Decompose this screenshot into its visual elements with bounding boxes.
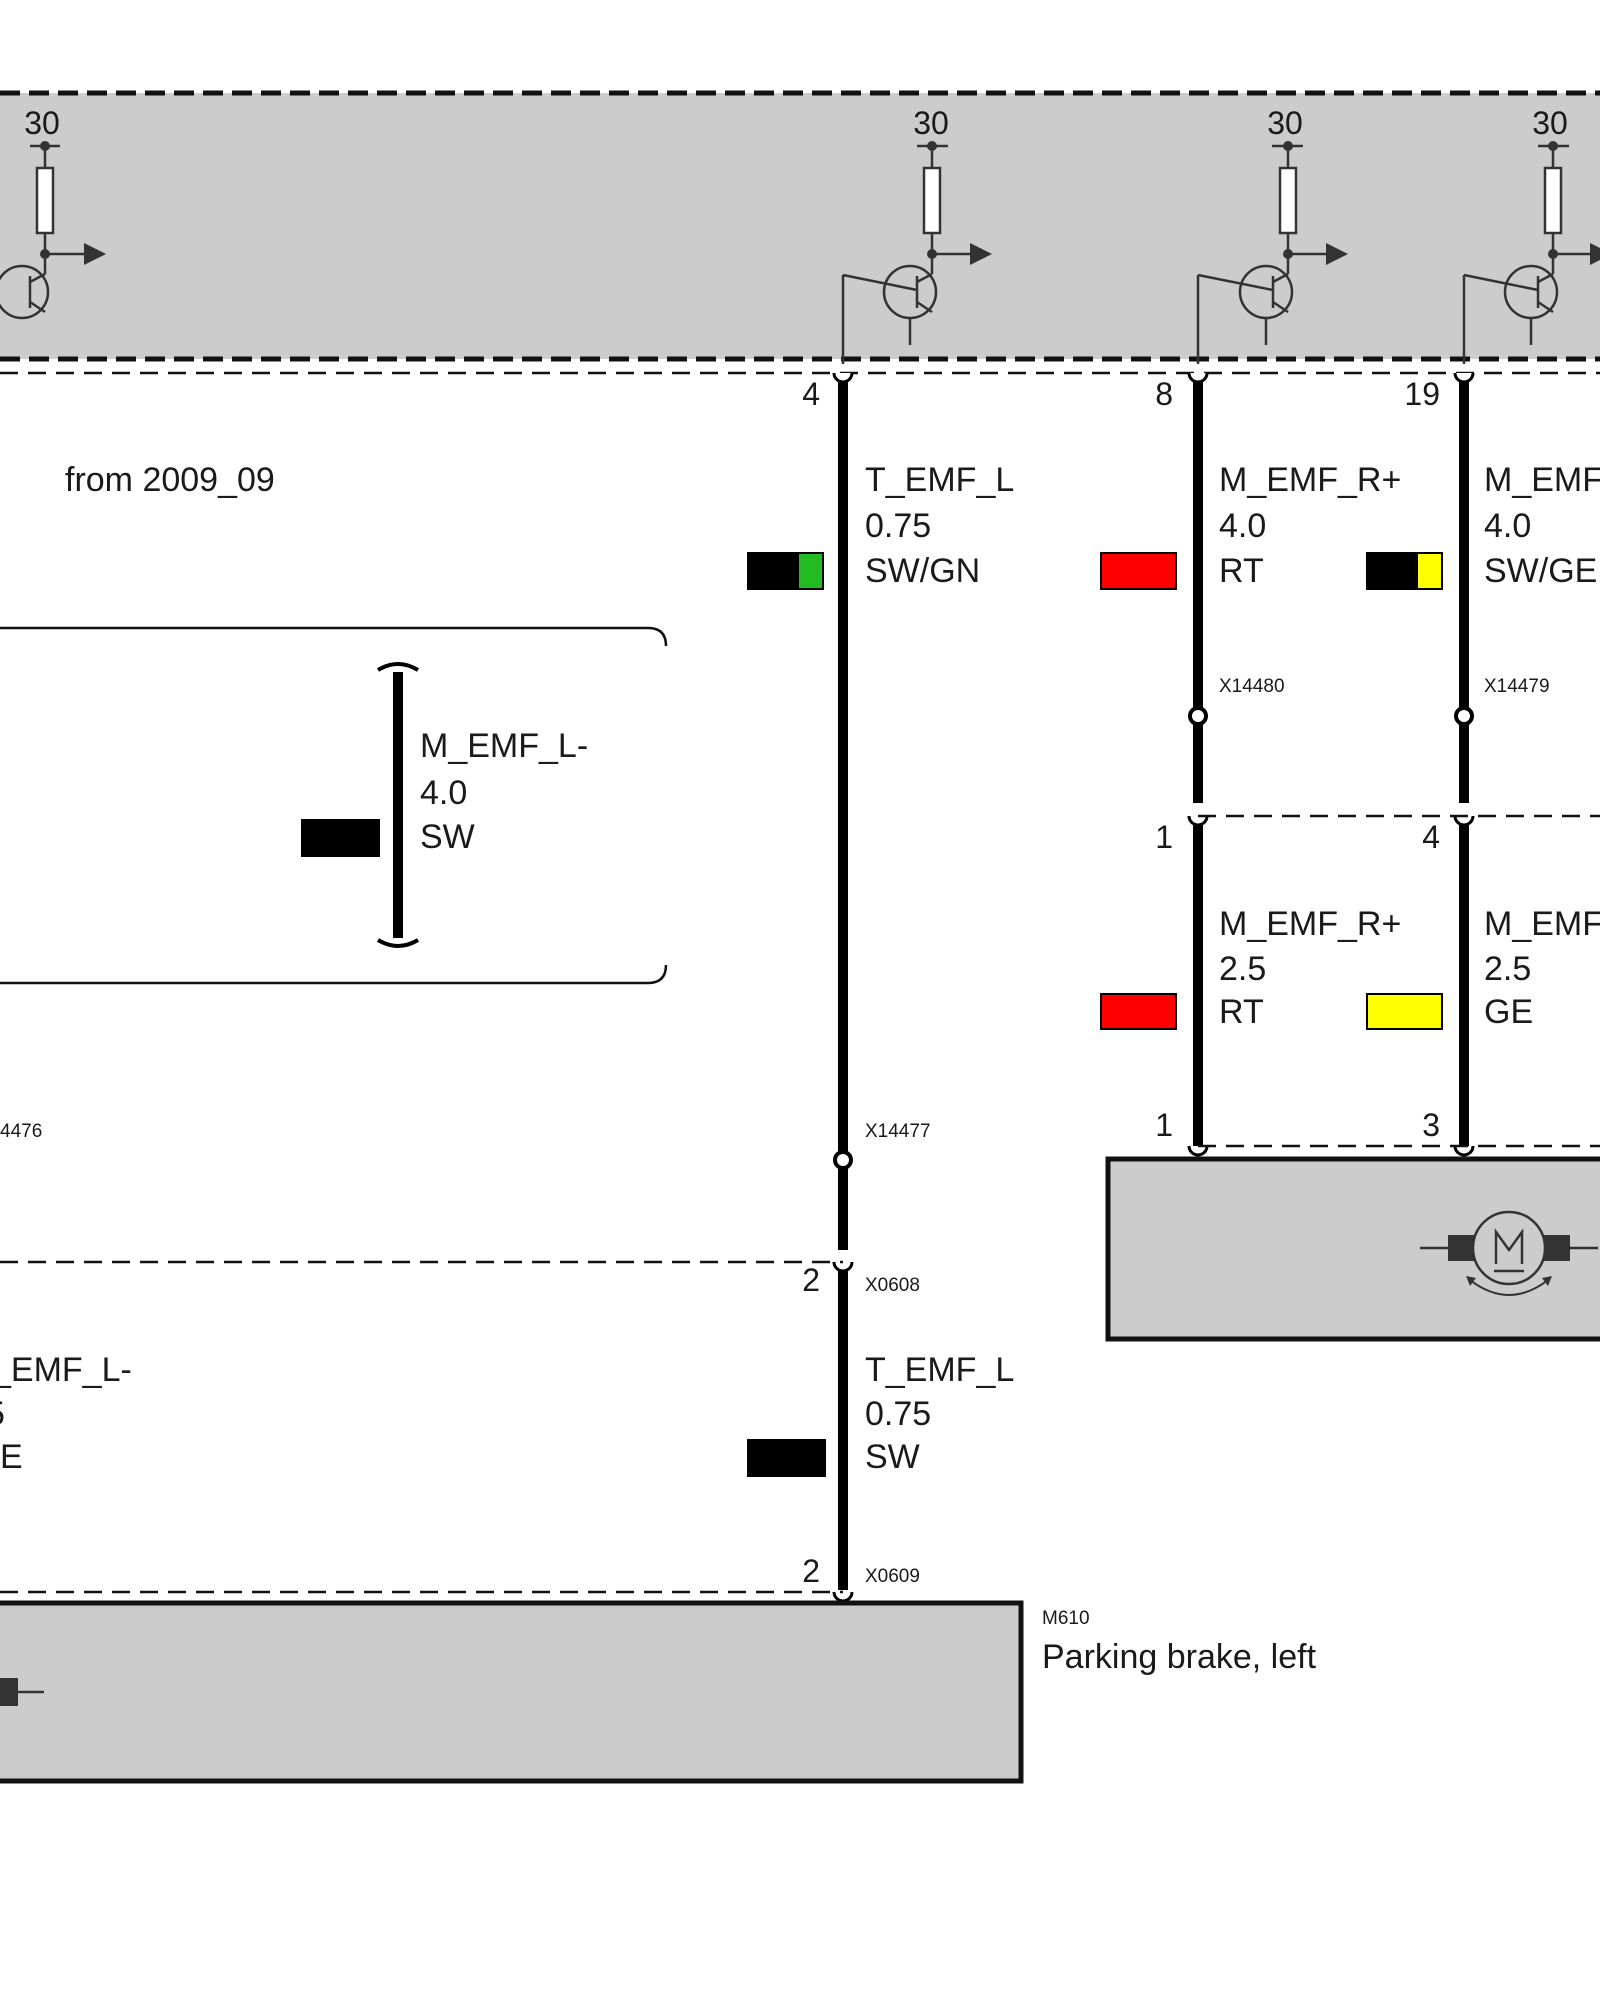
connector-x14476-partial: 4476 bbox=[0, 1121, 42, 1142]
wire-m-emf-r-plus bbox=[1187, 372, 1209, 1157]
bracket-wire-gauge: 4.0 bbox=[420, 774, 467, 812]
wire-3-gauge: 4.0 bbox=[1484, 507, 1531, 545]
control-unit bbox=[0, 90, 1600, 375]
component-name: Parking brake, left bbox=[1042, 1638, 1317, 1676]
driver-circuit-1 bbox=[0, 144, 106, 320]
junction-dot-1 bbox=[40, 249, 50, 259]
terminal-dot-1 bbox=[40, 141, 50, 151]
wire-m-emf bbox=[1453, 372, 1475, 1157]
wire-4-gauge: 2.5 bbox=[1219, 950, 1266, 988]
wire-1-color-code: SW/GN bbox=[865, 552, 980, 590]
bracket-wire-color-swatch bbox=[301, 819, 380, 857]
driver-circuit-4 bbox=[1462, 144, 1590, 364]
pin-4: 4 bbox=[802, 376, 820, 412]
lower-wire-gauge: 0.75 bbox=[865, 1395, 931, 1433]
driver-circuit-2 bbox=[841, 144, 992, 364]
wire-5-signal: M_EMF bbox=[1484, 905, 1600, 943]
pin-1-upper: 1 bbox=[1155, 819, 1173, 855]
wire-5-gauge: 2.5 bbox=[1484, 950, 1531, 988]
wire-2-color-code: RT bbox=[1219, 552, 1264, 590]
driver-circuit-3 bbox=[1196, 144, 1348, 364]
wire-2-signal: M_EMF_R+ bbox=[1219, 461, 1401, 499]
terminal-30-label-2: 30 bbox=[913, 105, 949, 141]
connector-x14479: X14479 bbox=[1484, 676, 1550, 697]
pin-1-lower: 1 bbox=[1155, 1107, 1173, 1143]
connector-x14477: X14477 bbox=[865, 1121, 931, 1142]
wire-t-emf-l bbox=[832, 372, 854, 1273]
motor-icon bbox=[1420, 1210, 1598, 1296]
terminal-dot-3 bbox=[1283, 141, 1293, 151]
junction-dot-3 bbox=[1283, 249, 1293, 259]
bracket-wire-color-code: SW bbox=[420, 818, 475, 856]
wire-4-signal: M_EMF_R+ bbox=[1219, 905, 1401, 943]
component-id: M610 bbox=[1042, 1608, 1090, 1629]
wire-1-color-swatch bbox=[747, 552, 824, 590]
bracket-wire-signal: M_EMF_L- bbox=[420, 727, 588, 765]
left-lower-wire-color-code: E bbox=[0, 1438, 23, 1476]
pin-4-upper: 4 bbox=[1422, 819, 1440, 855]
wire-3-color-code: SW/GE bbox=[1484, 552, 1597, 590]
variant-bracket-box bbox=[0, 626, 668, 985]
wire-1-gauge: 0.75 bbox=[865, 507, 931, 545]
terminal-30-label-1: 30 bbox=[24, 105, 60, 141]
output-arrow-4 bbox=[1590, 243, 1600, 265]
lower-wire-signal: T_EMF_L bbox=[865, 1351, 1014, 1389]
bracket-wire-m-emf-l-minus bbox=[376, 662, 420, 948]
pin-3-lower: 3 bbox=[1422, 1107, 1440, 1143]
pin-2-upper: 2 bbox=[802, 1262, 820, 1298]
wire-3-signal: M_EMF bbox=[1484, 461, 1600, 499]
terminal-dot-4 bbox=[1548, 141, 1558, 151]
junction-dot-4 bbox=[1548, 249, 1558, 259]
connector-x0608: X0608 bbox=[865, 1275, 920, 1296]
wire-4-color-swatch bbox=[1100, 993, 1177, 1030]
lower-wire-color-code: SW bbox=[865, 1438, 920, 1476]
connector-x0609: X0609 bbox=[865, 1566, 920, 1587]
wire-5-color-code: GE bbox=[1484, 993, 1533, 1031]
junction-dot-2 bbox=[927, 249, 937, 259]
terminal-30-label-3: 30 bbox=[1267, 105, 1303, 141]
wire-2-color-swatch bbox=[1100, 552, 1177, 590]
wire-5-color-swatch bbox=[1366, 993, 1443, 1030]
pin-8: 8 bbox=[1155, 376, 1173, 412]
pin-2-lower: 2 bbox=[802, 1553, 820, 1589]
pin-19: 19 bbox=[1404, 376, 1440, 412]
lower-wire-color-swatch bbox=[747, 1439, 826, 1477]
parking-brake-component bbox=[0, 1600, 1024, 1784]
wire-t-emf-l-lower bbox=[832, 1270, 854, 1603]
connector-x14480: X14480 bbox=[1219, 676, 1285, 697]
terminal-dot-2 bbox=[927, 141, 937, 151]
wire-4-color-code: RT bbox=[1219, 993, 1264, 1031]
wire-3-color-swatch bbox=[1366, 552, 1443, 590]
terminal-30-label-4: 30 bbox=[1532, 105, 1568, 141]
left-lower-wire-gauge: 5 bbox=[0, 1395, 5, 1433]
note-variant: from 2009_09 bbox=[65, 461, 275, 499]
wire-2-gauge: 4.0 bbox=[1219, 507, 1266, 545]
left-lower-wire-signal: _EMF_L- bbox=[0, 1351, 132, 1389]
wire-1-signal: T_EMF_L bbox=[865, 461, 1014, 499]
